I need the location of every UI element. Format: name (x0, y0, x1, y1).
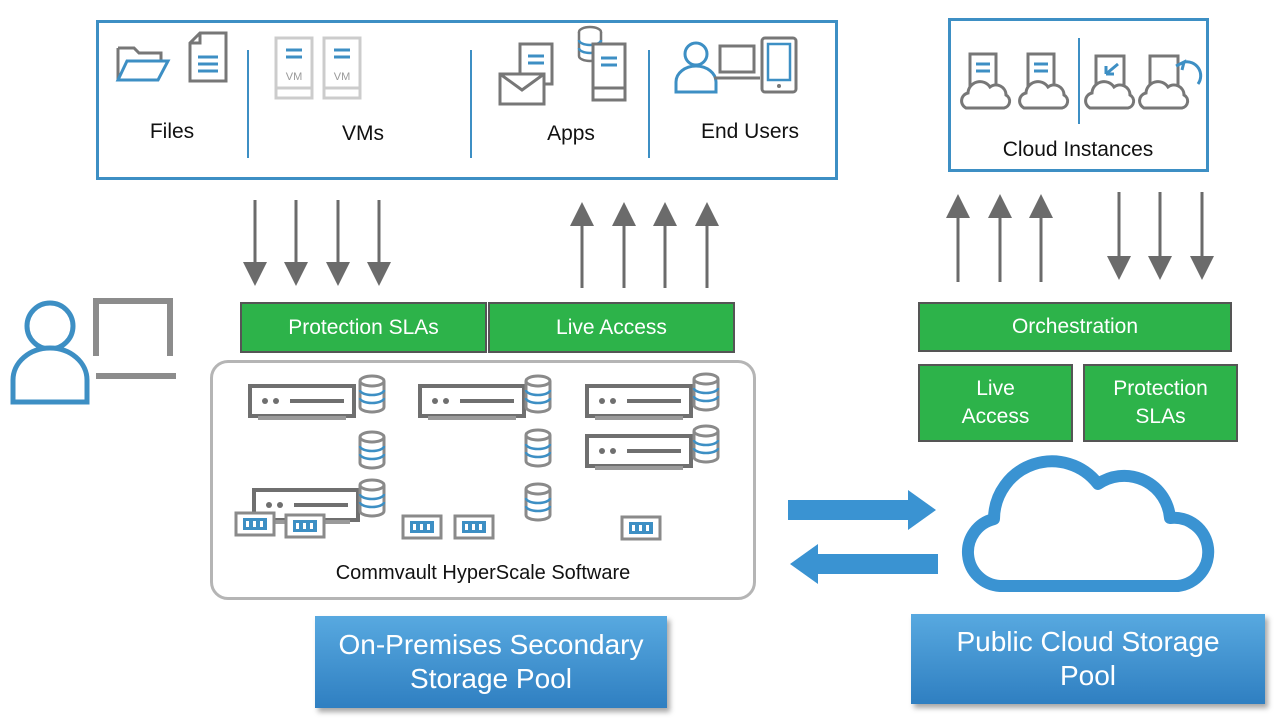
tablet-icon (760, 36, 798, 94)
user-icon (674, 41, 718, 94)
public-cloud-pool-line1: Public Cloud Storage (956, 626, 1220, 657)
apps-label: Apps (547, 122, 595, 145)
protection-slas-bar: Protection SLAs (240, 302, 487, 353)
cloud-protection-line2: SLAs (1135, 405, 1186, 428)
cloud-down-arrows (1107, 192, 1214, 280)
cloud-live-access-box: Live Access (918, 364, 1073, 442)
workloads-divider (247, 50, 249, 158)
end-users-label: End Users (700, 120, 800, 143)
vm-icon: VM (274, 36, 314, 100)
on-prem-pool-label: On-Premises Secondary Storage Pool (315, 616, 667, 708)
public-cloud-pool-label: Public Cloud Storage Pool (911, 614, 1265, 704)
vm-icon: VM (322, 36, 362, 100)
workloads-divider (470, 50, 472, 158)
hyperscale-label: Commvault HyperScale Software (335, 562, 631, 584)
orchestration-bar: Orchestration (918, 302, 1232, 352)
public-cloud-pool-line2: Pool (1059, 660, 1117, 691)
admin-laptop-icon (93, 298, 176, 379)
svg-text:VM: VM (286, 71, 303, 83)
live-access-up-arrows (570, 202, 719, 288)
on-prem-pool-line1: On-Premises Secondary (338, 629, 644, 660)
from-cloud-arrow (790, 544, 938, 584)
cloud-protection-slas-box: Protection SLAs (1083, 364, 1238, 442)
cloud-icon (962, 455, 1215, 592)
admin-user-icon (10, 300, 90, 405)
to-cloud-arrow (788, 490, 936, 530)
cloud-instances-divider (1078, 38, 1080, 124)
protection-down-arrows (243, 200, 391, 286)
workloads-panel (96, 20, 838, 180)
folder-icon (115, 46, 171, 82)
cloud-instances-label: Cloud Instances (1002, 138, 1154, 161)
cloud-protection-line1: Protection (1113, 377, 1208, 400)
cloud-up-arrows (946, 194, 1053, 282)
files-label: Files (149, 120, 195, 143)
document-icon (188, 31, 228, 83)
live-access-bar: Live Access (488, 302, 735, 353)
mail-app-icon (498, 42, 554, 106)
svg-text:VM: VM (334, 71, 351, 83)
cloud-restore-icon (1084, 54, 1136, 110)
laptop-icon (714, 44, 760, 80)
workloads-divider (648, 50, 650, 158)
cloud-server-icon (1018, 52, 1070, 110)
vms-label: VMs (342, 122, 384, 145)
cloud-sync-icon (1138, 54, 1203, 110)
on-prem-pool-line2: Storage Pool (410, 663, 572, 694)
cloud-live-access-line2: Access (961, 405, 1030, 428)
cloud-live-access-line1: Live (976, 377, 1015, 400)
database-server-icon (577, 25, 627, 102)
cloud-server-icon (960, 52, 1012, 110)
